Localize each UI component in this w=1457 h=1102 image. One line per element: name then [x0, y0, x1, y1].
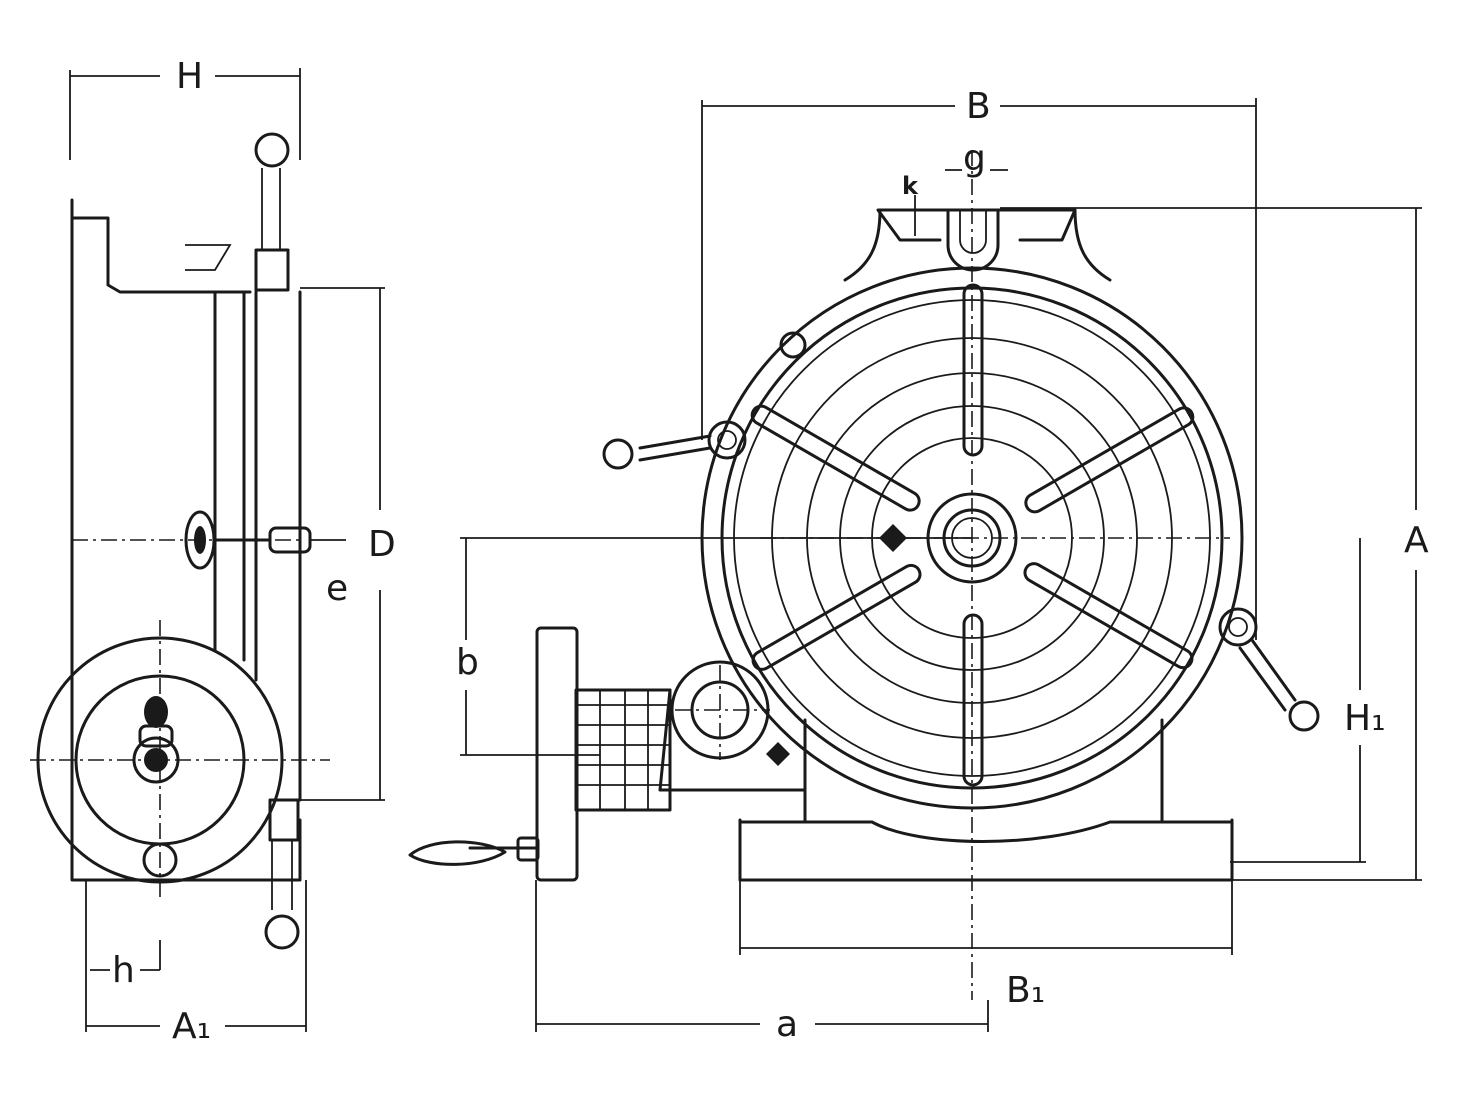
- dimension-g-k: g k: [902, 138, 1008, 236]
- dimension-D: D e: [300, 287, 396, 801]
- label-a: a: [776, 1004, 798, 1045]
- side-view: H: [30, 56, 396, 1047]
- worm-handle-side: [184, 510, 346, 570]
- label-b: b: [456, 642, 479, 683]
- dimension-h: h: [90, 940, 161, 991]
- label-A1: A₁: [172, 1006, 211, 1047]
- dimension-H: H: [69, 56, 301, 160]
- slot-bolt-top: [946, 208, 1000, 272]
- clamp-bolt-bottom: [264, 798, 300, 950]
- dimension-b: b: [456, 537, 972, 756]
- label-B1: B₁: [1006, 970, 1045, 1011]
- handwheel-side: [30, 620, 330, 900]
- clamp-lever-right: [1218, 607, 1320, 732]
- front-view: B g k A H₁: [408, 86, 1429, 1045]
- dimension-A: A: [1000, 207, 1429, 881]
- label-B: B: [966, 86, 991, 127]
- label-h: h: [112, 950, 135, 991]
- dimension-H1: H₁: [1230, 538, 1386, 863]
- clamp-bolt-top: [185, 132, 290, 292]
- table-face: [733, 150, 1230, 1000]
- label-e: e: [326, 568, 348, 609]
- dimension-B1: B₁: [739, 880, 1233, 1011]
- label-k: k: [902, 172, 919, 200]
- label-H: H: [176, 56, 203, 97]
- dimension-B: B: [701, 86, 1257, 640]
- dimension-A1: A₁: [85, 880, 307, 1047]
- label-g: g: [963, 138, 986, 179]
- label-A: A: [1404, 520, 1429, 561]
- label-H1: H₁: [1344, 698, 1386, 739]
- worm-drive: [408, 626, 807, 882]
- clamp-lever-left: [602, 331, 807, 470]
- label-D: D: [368, 524, 396, 565]
- t-slots: [750, 283, 1195, 787]
- dimension-a: a: [535, 880, 989, 1045]
